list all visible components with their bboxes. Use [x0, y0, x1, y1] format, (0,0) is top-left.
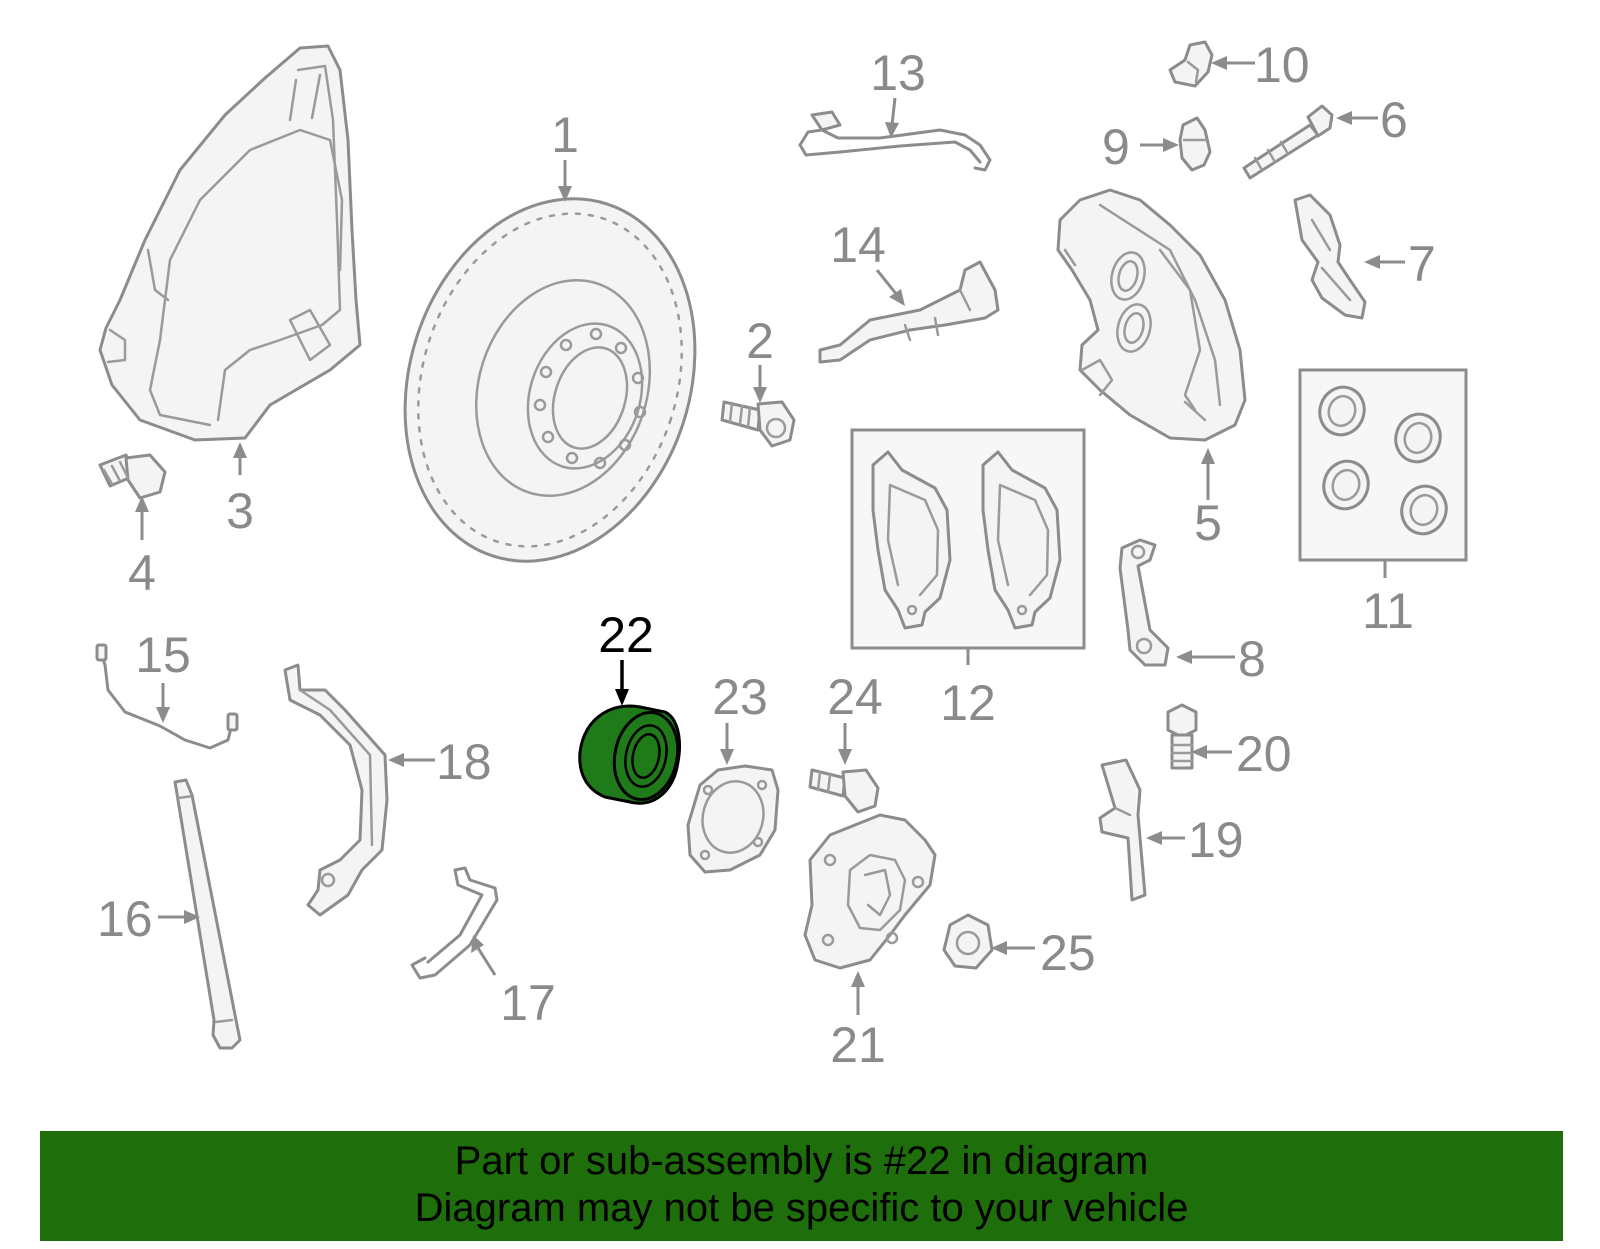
part-16-brake-line[interactable]: [173, 778, 242, 1050]
callout-20: 20: [1236, 726, 1292, 782]
leader-lines: [135, 56, 1405, 1015]
callout-13: 13: [870, 45, 926, 101]
part-9-bleeder[interactable]: [1178, 116, 1212, 172]
callout-2: 2: [746, 313, 774, 369]
part-14-sensor-bracket[interactable]: [818, 260, 1000, 364]
callout-9: 9: [1102, 119, 1130, 175]
callout-6: 6: [1380, 92, 1408, 148]
part-6-bolt[interactable]: [1242, 104, 1334, 180]
callout-23: 23: [712, 669, 768, 725]
callout-25: 25: [1040, 925, 1096, 981]
part-22-wheel-bearing[interactable]: [578, 704, 686, 806]
part-20-bolt[interactable]: [1166, 703, 1198, 770]
callout-12: 12: [940, 675, 996, 731]
part-4-bolt[interactable]: [98, 453, 167, 500]
callout-15: 15: [135, 627, 191, 683]
callout-3: 3: [226, 483, 254, 539]
part-15-sensor-wire[interactable]: [95, 643, 239, 750]
part-2-bolt[interactable]: [720, 400, 796, 448]
part-18-bracket[interactable]: [283, 663, 389, 917]
banner-line-2: Diagram may not be specific to your vehi…: [414, 1186, 1189, 1230]
part-8-link[interactable]: [1118, 538, 1170, 667]
callout-24: 24: [827, 669, 883, 725]
part-17-sensor[interactable]: [410, 866, 499, 980]
part-23-plate[interactable]: [686, 764, 780, 874]
callout-14: 14: [830, 217, 886, 273]
banner-line-1: Part or sub-assembly is #22 in diagram: [454, 1139, 1149, 1183]
part-10-clip[interactable]: [1168, 40, 1214, 88]
callout-10: 10: [1254, 37, 1310, 93]
part-7-spring[interactable]: [1293, 193, 1367, 320]
part-21-wheel-hub[interactable]: [803, 813, 937, 970]
notice-banner: Part or sub-assembly is #22 in diagram D…: [40, 1131, 1563, 1241]
part-12-brake-pads[interactable]: [850, 428, 1086, 650]
callout-5: 5: [1194, 495, 1222, 551]
part-1-brake-rotor[interactable]: [360, 161, 741, 599]
callout-16: 16: [97, 891, 153, 947]
callout-7: 7: [1408, 236, 1436, 292]
part-19-bracket[interactable]: [1098, 758, 1147, 902]
callout-18: 18: [436, 734, 492, 790]
part-13-wear-sensor[interactable]: [798, 110, 992, 172]
part-24-bolt[interactable]: [808, 768, 880, 814]
parts-diagram: 1 2 3 4 5 6 7 8 9 10 11 12 13 14 15 16 1…: [95, 37, 1468, 1073]
callout-8: 8: [1238, 631, 1266, 687]
callout-22: 22: [598, 607, 654, 663]
part-25-nut[interactable]: [942, 913, 994, 970]
part-5-brake-caliper[interactable]: [1056, 188, 1247, 442]
callout-19: 19: [1188, 812, 1244, 868]
callout-labels: 1 2 3 4 5 6 7 8 9 10 11 12 13 14 15 16 1…: [97, 37, 1436, 1073]
callout-4: 4: [128, 545, 156, 601]
callout-1: 1: [551, 107, 579, 163]
callout-11: 11: [1362, 583, 1414, 639]
callout-17: 17: [500, 975, 556, 1031]
callout-21: 21: [830, 1017, 886, 1073]
part-11-seal-kit[interactable]: [1298, 368, 1468, 562]
part-3-dust-shield[interactable]: [98, 44, 362, 442]
